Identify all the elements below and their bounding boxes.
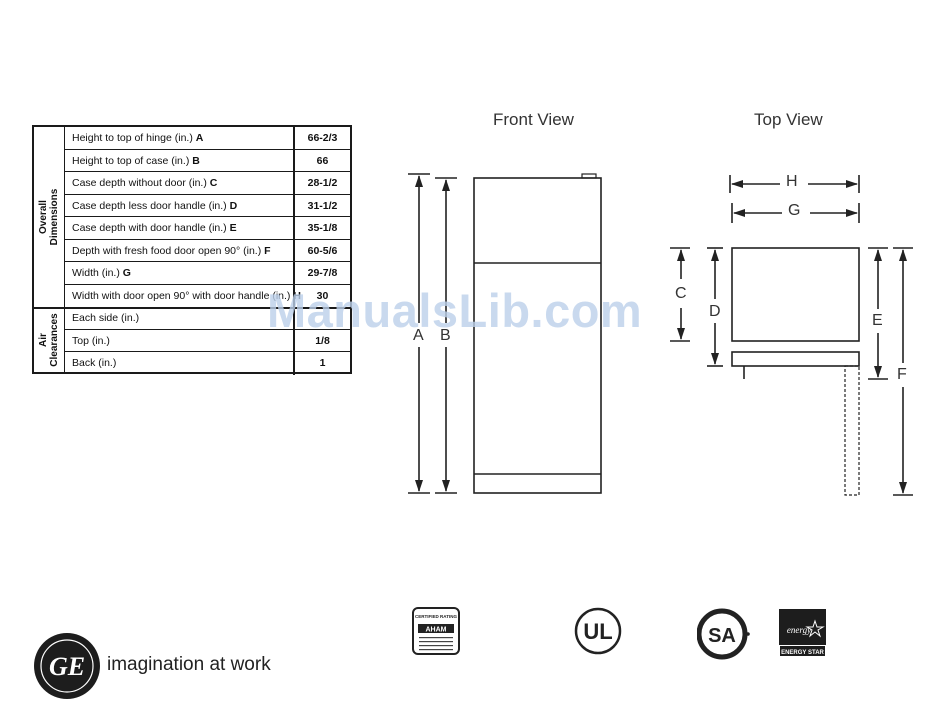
- table-row: Width with door open 90° with door handl…: [65, 284, 350, 308]
- row-label-text: Depth with fresh food door open 90° (in.…: [72, 244, 262, 257]
- row-dimension-key: C: [209, 177, 218, 189]
- row-label: Height to top of case (in.) B: [72, 150, 200, 172]
- csa-logo: SA: [697, 608, 750, 660]
- row-label: Depth with fresh food door open 90° (in.…: [72, 240, 271, 262]
- row-label: Case depth without door (in.) C: [72, 172, 217, 194]
- dim-e-label: E: [872, 312, 883, 329]
- row-dimension-key: G: [122, 267, 131, 279]
- brand-tagline: imagination at work: [107, 654, 271, 675]
- row-dimension-key: H: [293, 289, 301, 302]
- dim-g-label: G: [788, 202, 801, 219]
- row-value: 35-1/8: [293, 217, 350, 239]
- table-row: Case depth without door (in.) C 28-1/2: [65, 172, 350, 195]
- row-label-text: Width with door open 90° with door handl…: [72, 289, 291, 302]
- row-label-text: Case depth less door handle (in.): [72, 199, 227, 212]
- table-row: Case depth with door handle (in.) E 35-1/…: [65, 217, 350, 240]
- front-view-title: Front View: [493, 110, 574, 129]
- manualslib-watermark: ManualsLib.com: [267, 284, 643, 337]
- ge-logo-icon: GE: [34, 633, 100, 699]
- row-label: Top (in.): [72, 330, 110, 352]
- row-value: 30: [293, 284, 350, 307]
- row-value: 29-7/8: [293, 262, 350, 284]
- row-value: 66: [293, 149, 350, 171]
- row-value: [293, 307, 350, 329]
- dim-c-label: C: [675, 285, 687, 302]
- table-row: Width (in.) G 29-7/8: [65, 262, 350, 285]
- top-view-diagram: [670, 175, 913, 496]
- row-label-text: Top (in.): [72, 334, 110, 347]
- table-row: Height to top of case (in.) B 66: [65, 149, 350, 172]
- row-label: Height to top of hinge (in.) A: [72, 127, 203, 149]
- row-label: Each side (in.): [72, 307, 139, 329]
- dimensions-table: Overall Dimensions Air Clearances Height…: [32, 125, 352, 375]
- row-value: 31-1/2: [293, 194, 350, 216]
- dim-h-label: H: [786, 173, 798, 190]
- row-dimension-key: A: [195, 132, 204, 144]
- dim-b-label: B: [440, 327, 451, 344]
- ul-listed-logo: UL: [574, 607, 622, 655]
- group-separator: [34, 307, 350, 309]
- case-outline: [731, 247, 860, 342]
- air-clearances-group: Air Clearances: [34, 307, 65, 372]
- open-door-dashed: [844, 365, 860, 496]
- row-label-text: Width (in.): [72, 267, 120, 279]
- front-view-diagram: [408, 173, 602, 494]
- row-value: 1: [293, 352, 350, 375]
- table-row: Each side (in.): [65, 307, 350, 330]
- row-dimension-key: D: [229, 199, 238, 212]
- table-row: Depth with fresh food door open 90° (in.…: [65, 239, 350, 262]
- table-row: Back (in.) 1: [65, 352, 350, 375]
- row-dimension-key: F: [264, 244, 271, 257]
- row-label: Case depth with door handle (in.) E: [72, 217, 237, 239]
- row-label-text: Back (in.): [72, 357, 117, 369]
- overall-dimensions-group: Overall Dimensions: [34, 127, 65, 307]
- csa-text: SA: [708, 625, 736, 647]
- energy-star-script: energy: [787, 625, 811, 635]
- svg-text:GE: GE: [49, 652, 85, 681]
- overall-dimensions-label: Overall Dimensions: [38, 188, 60, 246]
- dim-f-label: F: [897, 366, 907, 383]
- aham-top-text: CERTIFIED RATING: [415, 614, 457, 619]
- ul-text: UL: [583, 619, 612, 644]
- row-label: Case depth less door handle (in.) D: [72, 195, 237, 217]
- energy-star-logo: energy ENERGY STAR: [779, 609, 826, 657]
- dim-a-label: A: [413, 327, 424, 344]
- row-label: Width (in.) G: [72, 262, 131, 284]
- fridge-outline: [473, 177, 602, 494]
- aham-text: AHAM: [426, 627, 447, 634]
- row-value: 60-5/6: [293, 239, 350, 261]
- door-outline: [731, 351, 860, 367]
- top-view-title: Top View: [754, 110, 823, 129]
- row-label-text: Case depth without door (in.): [72, 177, 207, 189]
- table-row: Case depth less door handle (in.) D 31-1/…: [65, 194, 350, 217]
- dim-d-label: D: [709, 303, 721, 320]
- row-label: Width with door open 90° with door handl…: [72, 285, 301, 308]
- row-label-text: Each side (in.): [72, 312, 140, 324]
- energy-star-text: ENERGY STAR: [781, 650, 824, 656]
- table-row: Top (in.) 1/8: [65, 329, 350, 352]
- row-value: 1/8: [293, 329, 350, 351]
- row-label-text: Height to top of case (in.): [72, 154, 190, 167]
- row-label-text: Case depth with door handle (in.): [72, 222, 227, 234]
- row-value: 28-1/2: [293, 172, 350, 194]
- aham-certified-logo: CERTIFIED RATING AHAM: [412, 607, 460, 655]
- row-dimension-key: E: [229, 222, 237, 234]
- row-label: Back (in.): [72, 352, 116, 375]
- row-label-text: Height to top of hinge (in.): [72, 132, 193, 144]
- row-value: 66-2/3: [293, 127, 350, 149]
- table-row: Height to top of hinge (in.) A 66-2/3: [65, 127, 350, 150]
- row-dimension-key: B: [192, 154, 200, 167]
- hinge-cap: [581, 173, 597, 179]
